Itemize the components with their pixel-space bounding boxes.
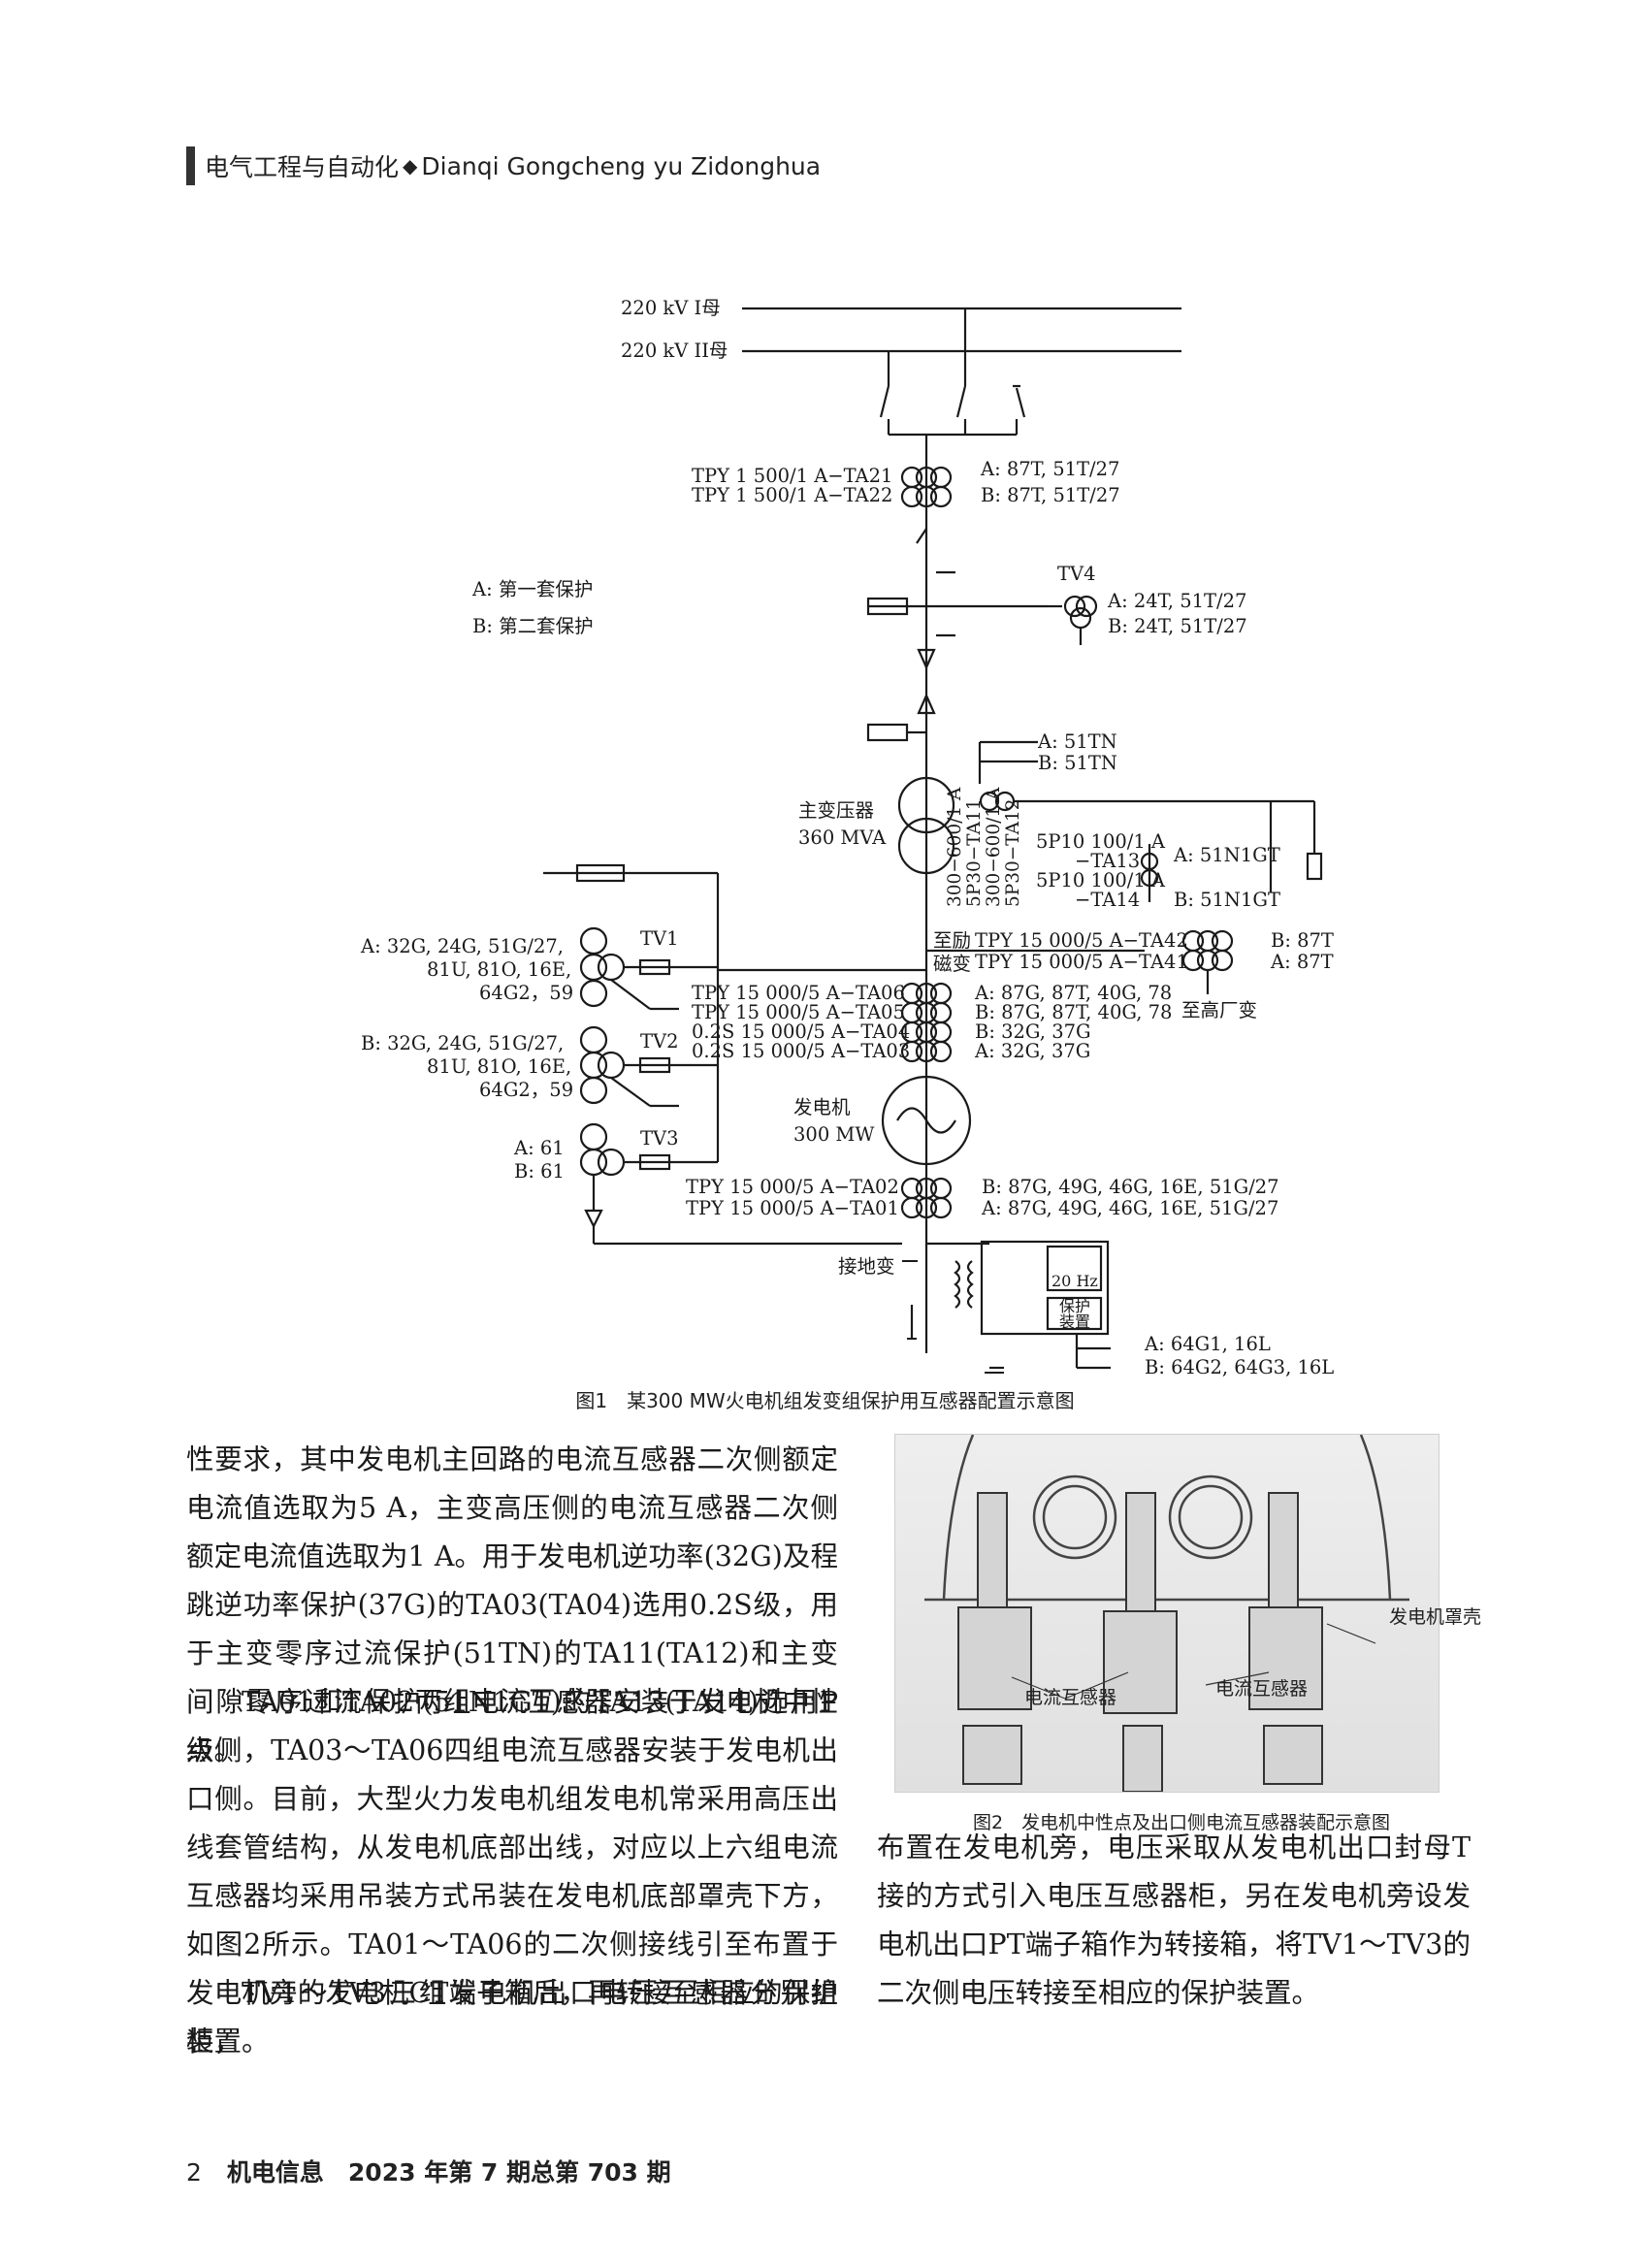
ta21-prot-label: A: 87T, 51T/27	[980, 458, 1119, 480]
ta11-class: 5P30−TA11	[964, 799, 985, 908]
ta42-prot: B: 87T	[1271, 929, 1334, 952]
ta13-id: −TA13	[1075, 850, 1140, 872]
tv4-label: TV4	[1057, 563, 1096, 585]
excitation-label-1: 至励	[933, 929, 971, 952]
figure2-caption: 图2 发电机中性点及出口侧电流互感器装配示意图	[972, 1812, 1391, 1833]
generator-rating: 300 MW	[793, 1123, 874, 1146]
running-header: 电气工程与自动化 ◆ Dianqi Gongcheng yu Zidonghua	[186, 146, 821, 186]
journal-name-cn: 电气工程与自动化	[205, 153, 400, 181]
ta22-prot-label: B: 87T, 51T/27	[981, 484, 1120, 506]
ta05-label: TPY 15 000/5 A−TA05	[692, 1001, 905, 1023]
ta02-prot: B: 87G, 49G, 46G, 16E, 51G/27	[982, 1176, 1279, 1198]
ta04-prot: B: 32G, 37G	[975, 1021, 1091, 1043]
body-right-paragraph-1: 布置在发电机旁，电压采取从发电机出口封母T接的方式引入电压互感器柜，另在发电机旁…	[877, 1831, 1471, 2009]
body-left-paragraph-2: TA01和TA02两组电流互感器安装于发电机中性点侧，TA03～TA06四组电流…	[186, 1686, 838, 2057]
tv2-prot-3: 64G2，59	[479, 1079, 573, 1101]
ta14-label: 5P10 100/1 A	[1036, 869, 1166, 891]
page-footer: 2 机电信息 2023 年第 7 期总第 703 期	[186, 2154, 671, 2188]
fig2-label-ct-right: 电流互感器	[1215, 1678, 1309, 1700]
tv1-prot-1: A: 32G, 24G, 51G/27,	[360, 935, 564, 957]
ta21-label: TPY 1 500/1 A−TA21	[692, 465, 892, 487]
tv3-label: TV3	[640, 1127, 679, 1150]
bus-2-label: 220 kV II母	[621, 340, 728, 362]
to-aux-label: 至高厂变	[1181, 999, 1257, 1021]
ground-prot-b: B: 64G2, 64G3, 16L	[1145, 1356, 1334, 1378]
grounding-transformer-label: 接地变	[838, 1255, 895, 1278]
ta03-label: 0.2S 15 000/5 A−TA03	[692, 1040, 910, 1062]
ta42-label: TPY 15 000/5 A−TA42	[975, 929, 1188, 952]
generator-symbol	[881, 1075, 972, 1166]
figure1-caption: 图1 某300 MW火电机组发变组保护用互感器配置示意图	[575, 1389, 1075, 1412]
tv1-prot-2: 81U, 81O, 16E,	[427, 958, 571, 981]
ta14-id: −TA14	[1075, 889, 1140, 911]
legend-b: B: 第二套保护	[472, 615, 594, 637]
excitation-label-2: 磁变	[933, 953, 971, 975]
journal-name-pinyin: Dianqi Gongcheng yu Zidonghua	[421, 151, 822, 180]
bus-1-label: 220 kV I母	[621, 297, 721, 319]
protection-device-label-1: 保护	[1059, 1297, 1090, 1315]
figure1-diagram: 220 kV I母 220 kV II母 TPY 1 500/1 A−TA21 …	[360, 297, 1334, 1378]
ta12-class: 5P30−TA12	[1003, 799, 1023, 908]
tv2-prot-2: 81U, 81O, 16E,	[427, 1055, 571, 1078]
tv3-prot-b: B: 61	[514, 1160, 565, 1183]
figure2-illustration	[924, 1434, 1409, 1793]
diamond-icon: ◆	[403, 154, 418, 178]
tv4-a-label: A: 24T, 51T/27	[1107, 590, 1246, 612]
ta05-prot: B: 87G, 87T, 40G, 78	[975, 1001, 1172, 1023]
ta41-label: TPY 15 000/5 A−TA41	[975, 951, 1188, 973]
tv3-prot-a: A: 61	[513, 1137, 565, 1159]
ta03-prot: A: 32G, 37G	[974, 1040, 1090, 1062]
header-bar	[186, 146, 195, 185]
fig2-label-shell: 发电机罩壳	[1389, 1606, 1482, 1628]
tv1-prot-3: 64G2，59	[479, 982, 573, 1004]
footer-journal: 机电信息 2023 年第 7 期总第 703 期	[226, 2158, 671, 2187]
ta06-label: TPY 15 000/5 A−TA06	[692, 982, 905, 1004]
figure2-photo	[894, 1434, 1440, 1793]
body-left-paragraph-3: TV1～TV3三组发电机出口电压互感器分别组柜，	[186, 1977, 838, 2057]
ta02-label: TPY 15 000/5 A−TA02	[686, 1176, 899, 1198]
body-left-paragraph-1: 性要求，其中发电机主回路的电流互感器二次侧额定电流值选取为5 A，主变高压侧的电…	[186, 1443, 838, 1766]
protection-device-label-2: 装置	[1059, 1312, 1090, 1331]
ta04-label: 0.2S 15 000/5 A−TA04	[692, 1021, 910, 1043]
generator-label: 发电机	[793, 1096, 851, 1118]
fig2-label-ct-left: 电流互感器	[1024, 1687, 1117, 1708]
ta41-prot: A: 87T	[1270, 951, 1334, 973]
ta06-prot: A: 87G, 87T, 40G, 78	[974, 982, 1172, 1004]
ta01-prot: A: 87G, 49G, 46G, 16E, 51G/27	[981, 1197, 1278, 1219]
ta13-label: 5P10 100/1 A	[1036, 830, 1166, 853]
tv2-label: TV2	[640, 1030, 679, 1053]
gt-b-label: B: 51N1GT	[1174, 889, 1280, 911]
ta11-ratio: 300−600/1 A	[945, 787, 965, 907]
legend-a: A: 第一套保护	[471, 578, 593, 600]
gt-a-label: A: 51N1GT	[1173, 844, 1280, 866]
tv1-label: TV1	[640, 927, 679, 950]
main-transformer-label: 主变压器	[798, 799, 874, 822]
tv4-b-label: B: 24T, 51T/27	[1108, 615, 1247, 637]
page-number: 2	[186, 2158, 202, 2187]
ta01-label: TPY 15 000/5 A−TA01	[686, 1197, 899, 1219]
tn-a-label: A: 51TN	[1037, 730, 1117, 753]
hz-label: 20 Hz	[1051, 1272, 1098, 1290]
tn-b-label: B: 51TN	[1038, 752, 1117, 774]
ground-prot-a: A: 64G1, 16L	[1144, 1333, 1271, 1355]
ta12-ratio: 300−600/1 A	[984, 787, 1004, 907]
tv2-prot-1: B: 32G, 24G, 51G/27,	[361, 1032, 564, 1054]
ta22-label: TPY 1 500/1 A−TA22	[692, 484, 892, 506]
main-transformer-rating: 360 MVA	[798, 826, 887, 849]
